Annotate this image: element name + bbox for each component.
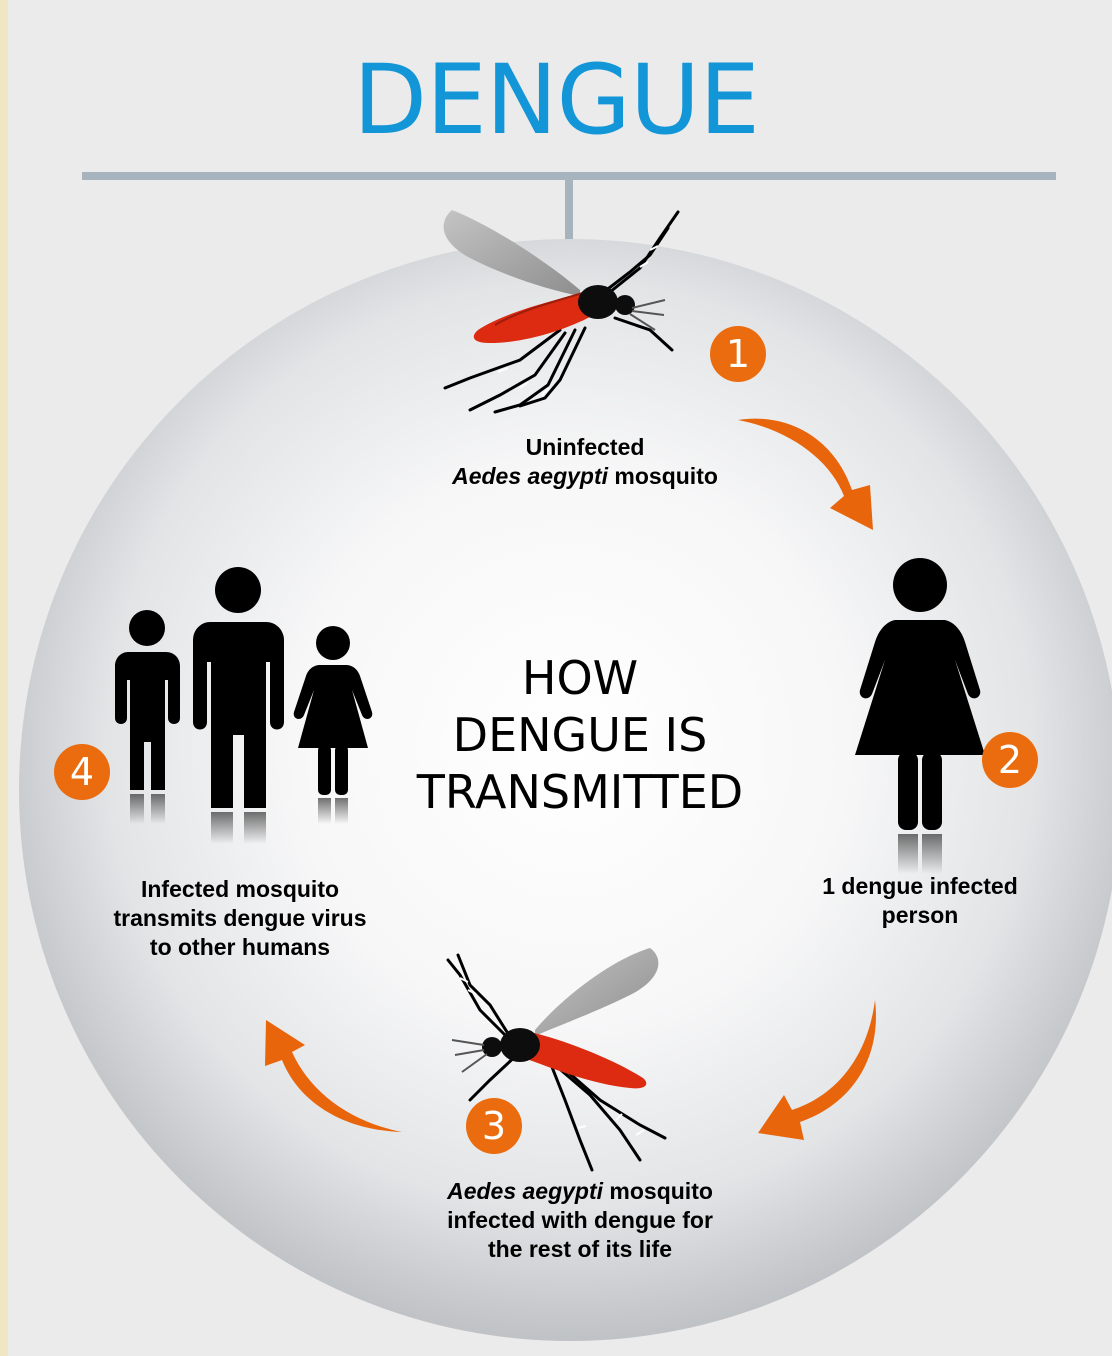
- species-name: Aedes aegypti: [452, 463, 608, 489]
- title-divider: [82, 172, 1056, 242]
- center-title-line: HOW: [400, 650, 760, 707]
- step-3-caption: Aedes aegypti mosquito infected with den…: [370, 1177, 790, 1264]
- caption-line: Uninfected: [380, 433, 790, 462]
- step-1-caption: Uninfected Aedes aegypti mosquito: [380, 433, 790, 491]
- caption-line: to other humans: [70, 933, 410, 962]
- caption-line: person: [770, 901, 1070, 930]
- diagram-center-title: HOW DENGUE IS TRANSMITTED: [400, 650, 760, 821]
- caption-line: transmits dengue virus: [70, 904, 410, 933]
- caption-suffix: mosquito: [608, 463, 718, 489]
- caption-line: the rest of its life: [370, 1235, 790, 1264]
- step-1-badge: 1: [710, 326, 766, 382]
- left-edge-strip: [0, 0, 8, 1356]
- caption-line: Infected mosquito: [70, 875, 410, 904]
- caption-line: 1 dengue infected: [770, 872, 1070, 901]
- step-2-caption: 1 dengue infected person: [770, 872, 1070, 930]
- caption-line: Aedes aegypti mosquito: [370, 1177, 790, 1206]
- species-name: Aedes aegypti: [447, 1178, 603, 1204]
- caption-line: infected with dengue for: [370, 1206, 790, 1235]
- caption-suffix: mosquito: [603, 1178, 713, 1204]
- step-2-badge: 2: [982, 732, 1038, 788]
- center-title-line: TRANSMITTED: [400, 764, 760, 821]
- step-4-badge: 4: [54, 744, 110, 800]
- step-3-badge: 3: [466, 1098, 522, 1154]
- center-title-line: DENGUE IS: [400, 707, 760, 764]
- page-title: DENGUE: [0, 52, 1112, 148]
- step-4-caption: Infected mosquito transmits dengue virus…: [70, 875, 410, 962]
- caption-line: Aedes aegypti mosquito: [380, 462, 790, 491]
